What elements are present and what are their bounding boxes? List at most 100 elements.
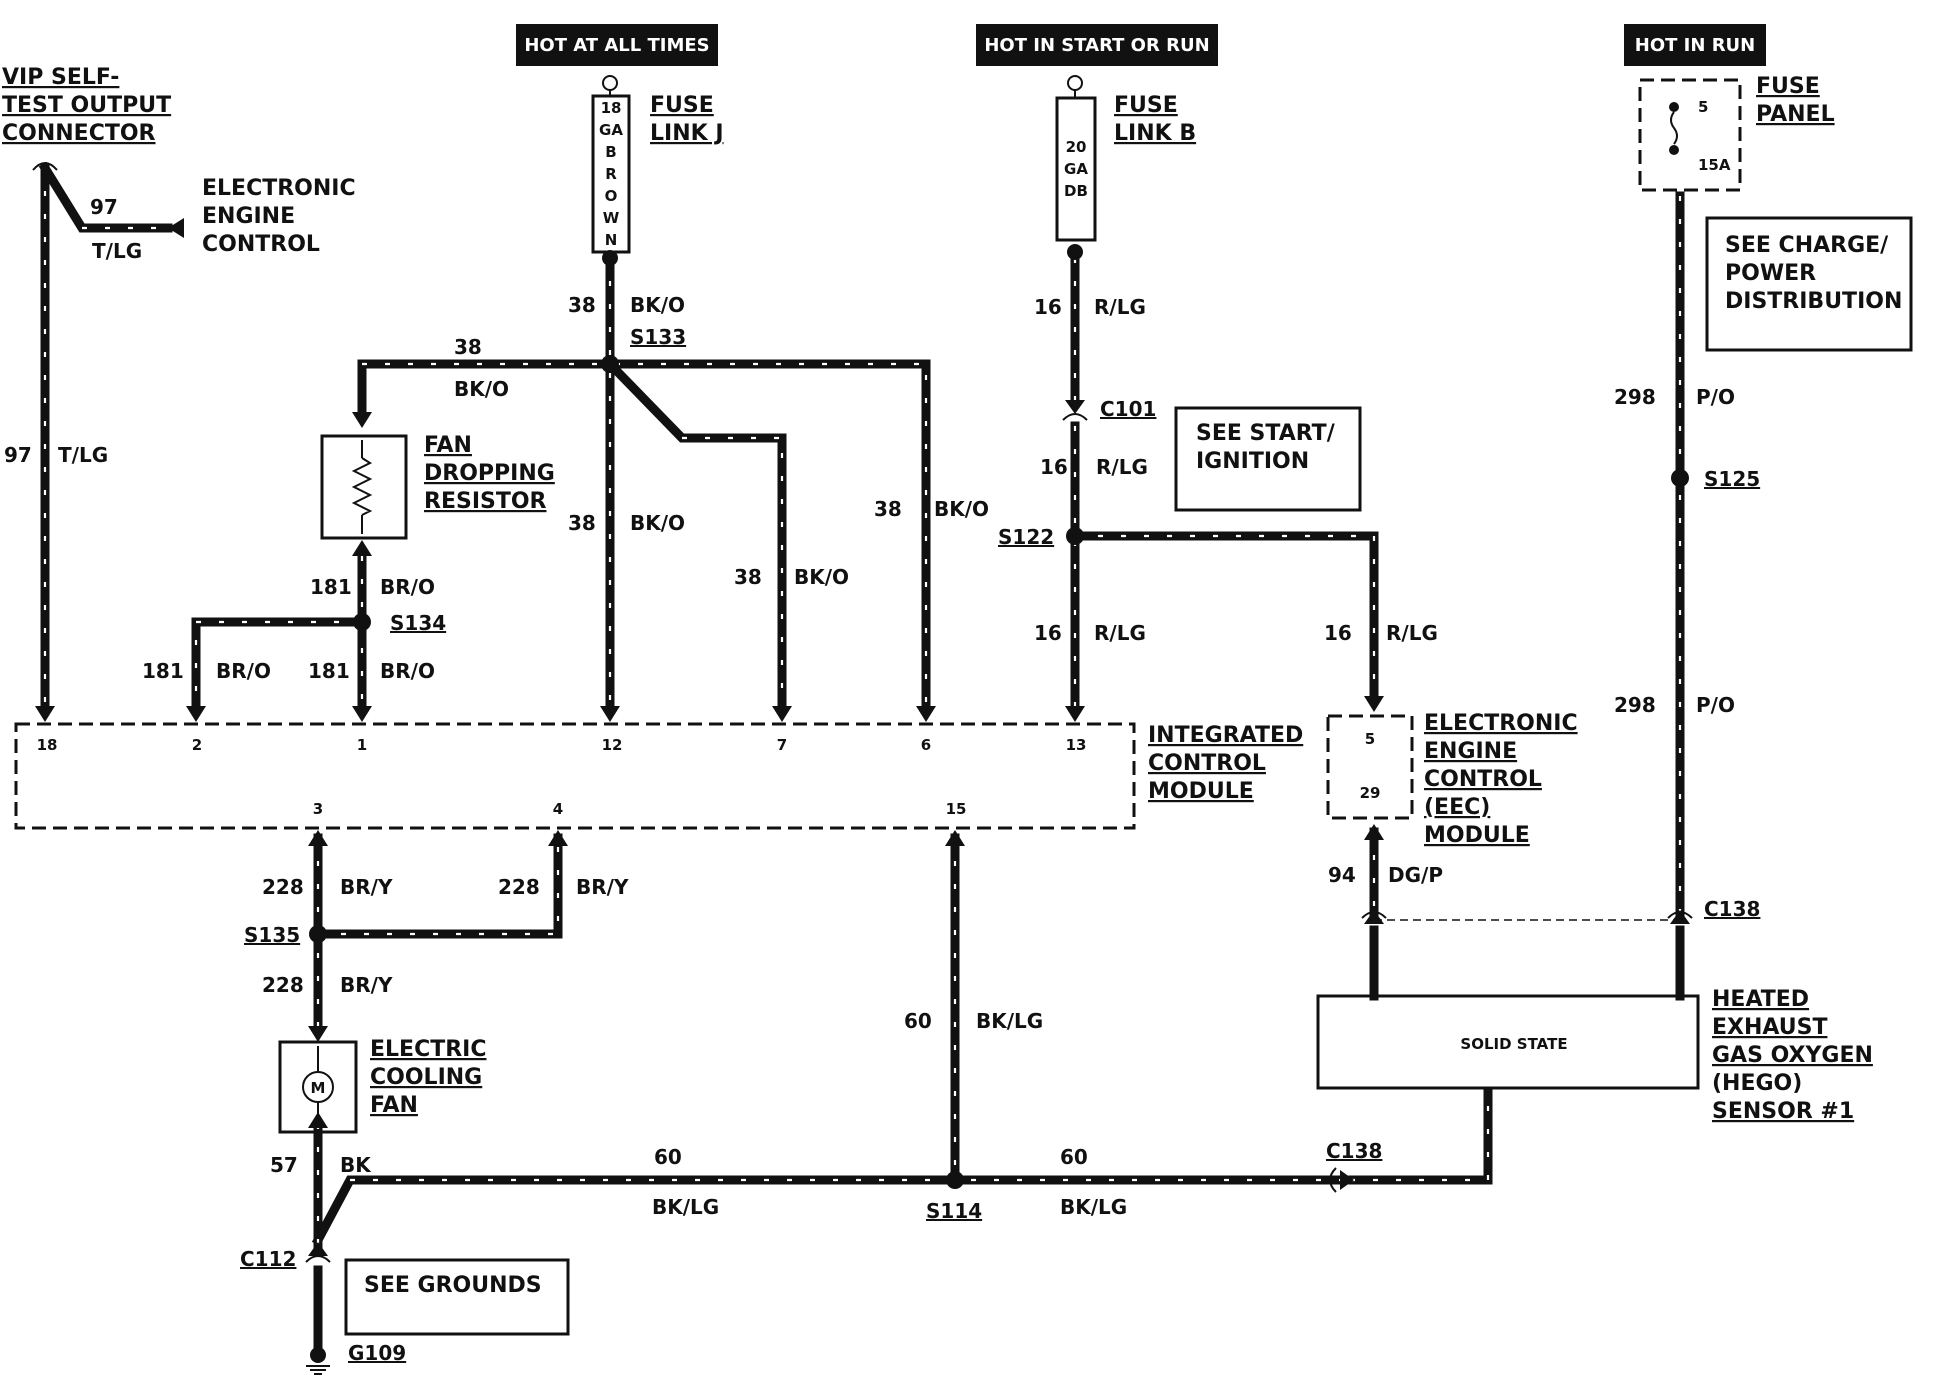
hego-sensor: SOLID STATE HEATED EXHAUST GAS OXYGEN (H… bbox=[1316, 987, 1873, 1124]
svg-text:DG/P: DG/P bbox=[1388, 863, 1443, 887]
svg-text:PANEL: PANEL bbox=[1756, 102, 1835, 127]
svg-text:S125: S125 bbox=[1704, 467, 1760, 491]
svg-text:16: 16 bbox=[1034, 295, 1062, 319]
svg-text:R: R bbox=[605, 165, 617, 183]
fuse-link-j: 18 GA B R O W N FUSE LINK J bbox=[591, 75, 724, 254]
svg-text:R/LG: R/LG bbox=[1386, 621, 1438, 645]
svg-text:DROPPING: DROPPING bbox=[424, 461, 555, 486]
svg-text:T/LG: T/LG bbox=[92, 239, 142, 263]
svg-text:(EEC): (EEC) bbox=[1424, 795, 1490, 820]
vip-connector-label: VIP SELF- TEST OUTPUT CONNECTOR bbox=[2, 65, 171, 146]
svg-text:38: 38 bbox=[568, 511, 596, 535]
svg-text:LINK J: LINK J bbox=[650, 121, 724, 146]
svg-text:2: 2 bbox=[192, 736, 202, 754]
svg-text:BK/O: BK/O bbox=[630, 511, 685, 535]
svg-text:N: N bbox=[605, 231, 618, 249]
svg-text:SEE GROUNDS: SEE GROUNDS bbox=[364, 1273, 542, 1298]
svg-text:298: 298 bbox=[1614, 693, 1656, 717]
svg-text:IGNITION: IGNITION bbox=[1196, 449, 1309, 474]
svg-text:BK/O: BK/O bbox=[454, 377, 509, 401]
svg-text:20: 20 bbox=[1066, 138, 1087, 156]
svg-text:HOT IN START OR RUN: HOT IN START OR RUN bbox=[984, 35, 1209, 56]
eec-module: 5 29 ELECTRONIC ENGINE CONTROL (EEC) MOD… bbox=[1326, 711, 1578, 848]
svg-text:BK/LG: BK/LG bbox=[652, 1195, 719, 1219]
see-start-ignition-box: SEE START/ IGNITION bbox=[1174, 406, 1362, 512]
svg-text:SENSOR #1: SENSOR #1 bbox=[1712, 1099, 1854, 1124]
svg-text:HOT AT ALL TIMES: HOT AT ALL TIMES bbox=[524, 35, 709, 56]
integrated-control-module: 18 2 1 12 7 6 13 3 4 15 INTEGRATED CONTR… bbox=[14, 722, 1303, 830]
svg-text:5: 5 bbox=[1698, 98, 1708, 116]
svg-text:HEATED: HEATED bbox=[1712, 987, 1809, 1012]
svg-text:BR/O: BR/O bbox=[380, 659, 435, 683]
svg-text:HOT IN RUN: HOT IN RUN bbox=[1635, 35, 1755, 56]
svg-text:SEE CHARGE/: SEE CHARGE/ bbox=[1725, 233, 1889, 258]
svg-text:5: 5 bbox=[1365, 730, 1375, 748]
svg-text:POWER: POWER bbox=[1725, 261, 1816, 286]
svg-text:P/O: P/O bbox=[1696, 385, 1735, 409]
svg-text:ELECTRIC: ELECTRIC bbox=[370, 1037, 487, 1062]
svg-text:S135: S135 bbox=[244, 923, 300, 947]
circuit-labels: 97 T/LG 97 T/LG 38 BK/O 38 BK/O 38 BK/O … bbox=[4, 195, 1735, 1219]
svg-text:C138: C138 bbox=[1326, 1139, 1382, 1163]
svg-text:BK/O: BK/O bbox=[630, 293, 685, 317]
svg-text:60: 60 bbox=[654, 1145, 682, 1169]
svg-text:181: 181 bbox=[310, 575, 352, 599]
svg-text:3: 3 bbox=[313, 800, 323, 818]
splice-labels: S133 S134 S122 S125 S135 S114 C101 C138 … bbox=[240, 325, 1760, 1271]
svg-text:(HEGO): (HEGO) bbox=[1712, 1071, 1802, 1096]
svg-text:97: 97 bbox=[4, 443, 32, 467]
svg-text:FAN: FAN bbox=[424, 433, 472, 458]
svg-text:LINK B: LINK B bbox=[1114, 121, 1196, 146]
svg-text:GAS OXYGEN: GAS OXYGEN bbox=[1712, 1043, 1873, 1068]
svg-text:O: O bbox=[605, 187, 618, 205]
svg-text:BK/O: BK/O bbox=[934, 497, 989, 521]
svg-text:MODULE: MODULE bbox=[1148, 779, 1254, 804]
svg-text:SOLID STATE: SOLID STATE bbox=[1460, 1035, 1567, 1053]
svg-text:228: 228 bbox=[262, 875, 304, 899]
svg-text:60: 60 bbox=[1060, 1145, 1088, 1169]
svg-text:P/O: P/O bbox=[1696, 693, 1735, 717]
svg-text:S134: S134 bbox=[390, 611, 446, 635]
svg-text:ENGINE: ENGINE bbox=[1424, 739, 1517, 764]
svg-text:6: 6 bbox=[921, 736, 931, 754]
fan-dropping-resistor: FAN DROPPING RESISTOR bbox=[320, 433, 555, 540]
svg-text:18: 18 bbox=[601, 99, 622, 117]
svg-text:181: 181 bbox=[142, 659, 184, 683]
svg-text:29: 29 bbox=[1360, 784, 1381, 802]
power-tag-hot-run: HOT IN RUN bbox=[1624, 24, 1766, 66]
svg-text:1: 1 bbox=[357, 736, 367, 754]
svg-text:38: 38 bbox=[874, 497, 902, 521]
svg-text:15: 15 bbox=[946, 800, 967, 818]
svg-text:GA: GA bbox=[1064, 160, 1088, 178]
power-tag-hot-start-run: HOT IN START OR RUN bbox=[976, 24, 1218, 66]
svg-text:RESISTOR: RESISTOR bbox=[424, 489, 547, 514]
svg-text:18: 18 bbox=[37, 736, 58, 754]
svg-text:94: 94 bbox=[1328, 863, 1356, 887]
svg-text:S114: S114 bbox=[926, 1199, 982, 1223]
svg-text:16: 16 bbox=[1034, 621, 1062, 645]
motor-icon: M bbox=[311, 1079, 326, 1097]
see-charge-power-box: SEE CHARGE/ POWER DISTRIBUTION bbox=[1705, 216, 1913, 352]
svg-text:16: 16 bbox=[1040, 455, 1068, 479]
svg-text:COOLING: COOLING bbox=[370, 1065, 482, 1090]
svg-text:181: 181 bbox=[308, 659, 350, 683]
fuse-link-j-label: FUSE bbox=[650, 93, 714, 118]
svg-text:T/LG: T/LG bbox=[58, 443, 108, 467]
svg-text:DISTRIBUTION: DISTRIBUTION bbox=[1725, 289, 1902, 314]
svg-text:97: 97 bbox=[90, 195, 118, 219]
fuse-link-b: 20 GA DB FUSE LINK B bbox=[1055, 75, 1196, 242]
svg-text:BK/O: BK/O bbox=[794, 565, 849, 589]
svg-text:60: 60 bbox=[904, 1009, 932, 1033]
svg-text:VIP SELF-: VIP SELF- bbox=[2, 65, 119, 90]
fuse-panel: 5 15A FUSE PANEL bbox=[1638, 74, 1835, 192]
svg-text:R/LG: R/LG bbox=[1094, 621, 1146, 645]
svg-text:C101: C101 bbox=[1100, 397, 1156, 421]
svg-text:ELECTRONIC: ELECTRONIC bbox=[1424, 711, 1578, 736]
svg-text:BR/O: BR/O bbox=[380, 575, 435, 599]
power-tag-hot-always: HOT AT ALL TIMES bbox=[516, 24, 718, 66]
svg-text:C112: C112 bbox=[240, 1247, 296, 1271]
svg-text:ELECTRONIC: ELECTRONIC bbox=[202, 176, 356, 201]
svg-text:ENGINE: ENGINE bbox=[202, 204, 295, 229]
svg-text:TEST OUTPUT: TEST OUTPUT bbox=[2, 93, 171, 118]
svg-text:38: 38 bbox=[568, 293, 596, 317]
